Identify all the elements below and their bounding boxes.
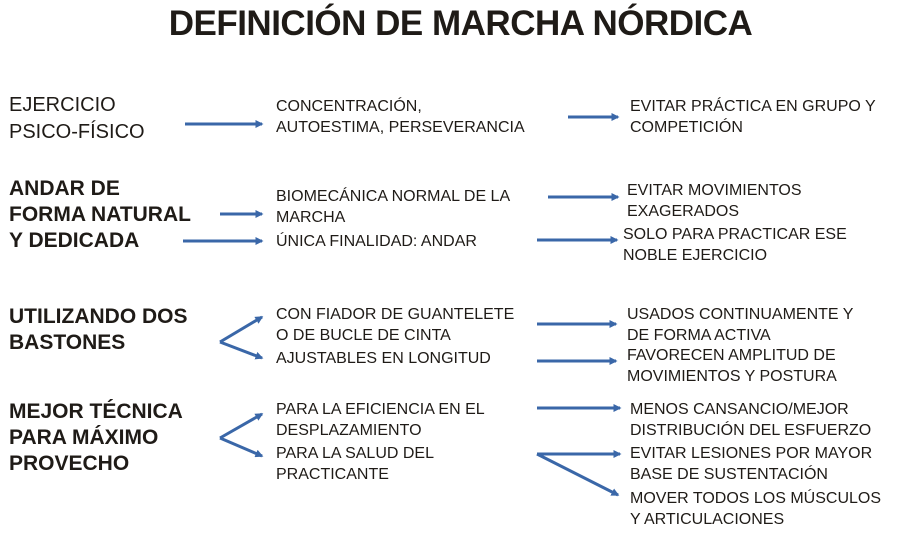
arrow xyxy=(219,412,264,440)
concept-mejor-tecnica: MEJOR TÉCNICA PARA MÁXIMO PROVECHO xyxy=(9,400,183,475)
description-concentracion: CONCENTRACIÓN, AUTOESTIMA, PERSEVERANCIA xyxy=(276,98,525,136)
result-evitar-lesiones: EVITAR LESIONES POR MAYOR BASE DE SUSTEN… xyxy=(630,445,873,483)
description-fiador: CON FIADOR DE GUANTELETE O DE BUCLE DE C… xyxy=(276,306,515,344)
arrow xyxy=(219,340,264,360)
result-menos-cansancio: MENOS CANSANCIO/MEJOR DISTRIBUCIÓN DEL E… xyxy=(630,401,872,439)
result-usados-continuamente: USADOS CONTINUAMENTE Y DE FORMA ACTIVA xyxy=(627,306,854,344)
concept-dos-bastones: UTILIZANDO DOS BASTONES xyxy=(9,305,188,354)
description-unica-finalidad: ÚNICA FINALIDAD: ANDAR xyxy=(276,233,477,250)
description-ajustables: AJUSTABLES EN LONGITUD xyxy=(276,350,491,367)
result-evitar-exagerados: EVITAR MOVIMIENTOS EXAGERADOS xyxy=(627,182,802,220)
description-salud: PARA LA SALUD DEL PRACTICANTE xyxy=(276,445,434,483)
arrow xyxy=(219,436,264,458)
result-favorecen-amplitud: FAVORECEN AMPLITUD DE MOVIMIENTOS Y POST… xyxy=(627,347,837,385)
result-mover-musculos: MOVER TODOS LOS MÚSCULOS Y ARTICULACIONE… xyxy=(630,490,882,528)
result-evitar-grupo: EVITAR PRÁCTICA EN GRUPO Y COMPETICIÓN xyxy=(630,98,876,136)
description-biomecanica: BIOMECÁNICA NORMAL DE LA MARCHA xyxy=(276,188,511,226)
concept-andar-natural: ANDAR DE FORMA NATURAL Y DEDICADA xyxy=(9,177,191,252)
arrow xyxy=(219,315,264,344)
concept-psico-fisico: EJERCICIO PSICO-FÍSICO xyxy=(9,94,145,143)
description-eficiencia: PARA LA EFICIENCIA EN EL DESPLAZAMIENTO xyxy=(276,401,485,439)
result-noble-ejercicio: SOLO PARA PRACTICAR ESE NOBLE EJERCICIO xyxy=(623,226,847,264)
page-title: DEFINICIÓN DE MARCHA NÓRDICA xyxy=(168,4,753,43)
arrow xyxy=(536,452,620,497)
